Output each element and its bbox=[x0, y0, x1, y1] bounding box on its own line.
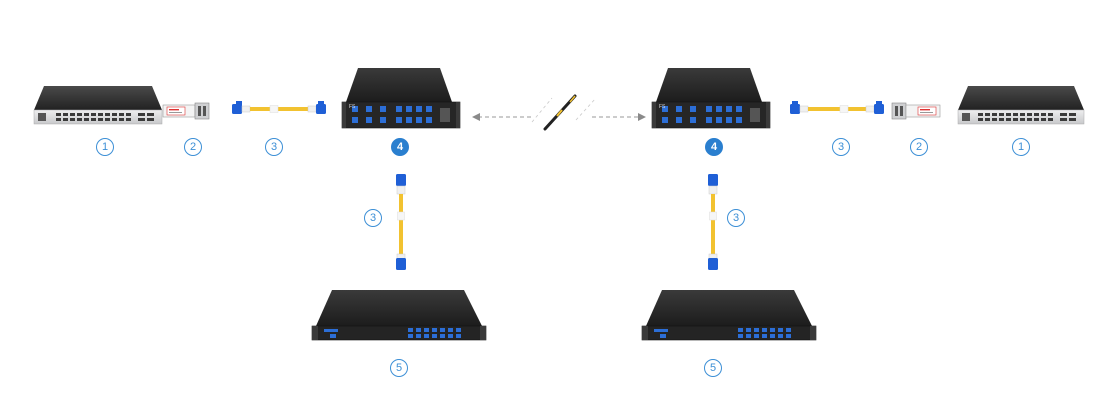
badge-mux-demux-right: 4 bbox=[705, 138, 723, 156]
left-sfp-transceiver bbox=[162, 102, 210, 120]
trunk-link bbox=[472, 94, 646, 131]
right-mux-logo: FS bbox=[659, 104, 666, 110]
badge-patch-cable-right: 3 bbox=[832, 138, 850, 156]
badge-mux-demux-left: 4 bbox=[391, 138, 409, 156]
left-mux-logo: FS bbox=[349, 104, 356, 110]
badge-transceiver-right: 2 bbox=[910, 138, 928, 156]
badge-transceiver-left: 2 bbox=[184, 138, 202, 156]
right-vertical-patch-cable bbox=[708, 174, 718, 270]
badge-chassis-right: 5 bbox=[704, 359, 722, 377]
badge-vertical-cable-right: 3 bbox=[727, 209, 745, 227]
right-mux-demux-device bbox=[651, 68, 771, 129]
left-mux-demux-device bbox=[341, 68, 461, 129]
left-patch-cable bbox=[232, 101, 326, 114]
left-rack-chassis bbox=[311, 290, 487, 341]
left-vertical-patch-cable bbox=[396, 174, 406, 270]
badge-switch-left: 1 bbox=[96, 138, 114, 156]
left-switch bbox=[33, 86, 163, 125]
right-patch-cable bbox=[790, 101, 884, 114]
badge-vertical-cable-left: 3 bbox=[364, 209, 382, 227]
right-switch bbox=[957, 86, 1085, 125]
right-sfp-transceiver bbox=[891, 102, 941, 120]
badge-switch-right: 1 bbox=[1012, 138, 1030, 156]
right-rack-chassis bbox=[641, 290, 817, 341]
badge-patch-cable-left: 3 bbox=[265, 138, 283, 156]
badge-chassis-left: 5 bbox=[390, 359, 408, 377]
